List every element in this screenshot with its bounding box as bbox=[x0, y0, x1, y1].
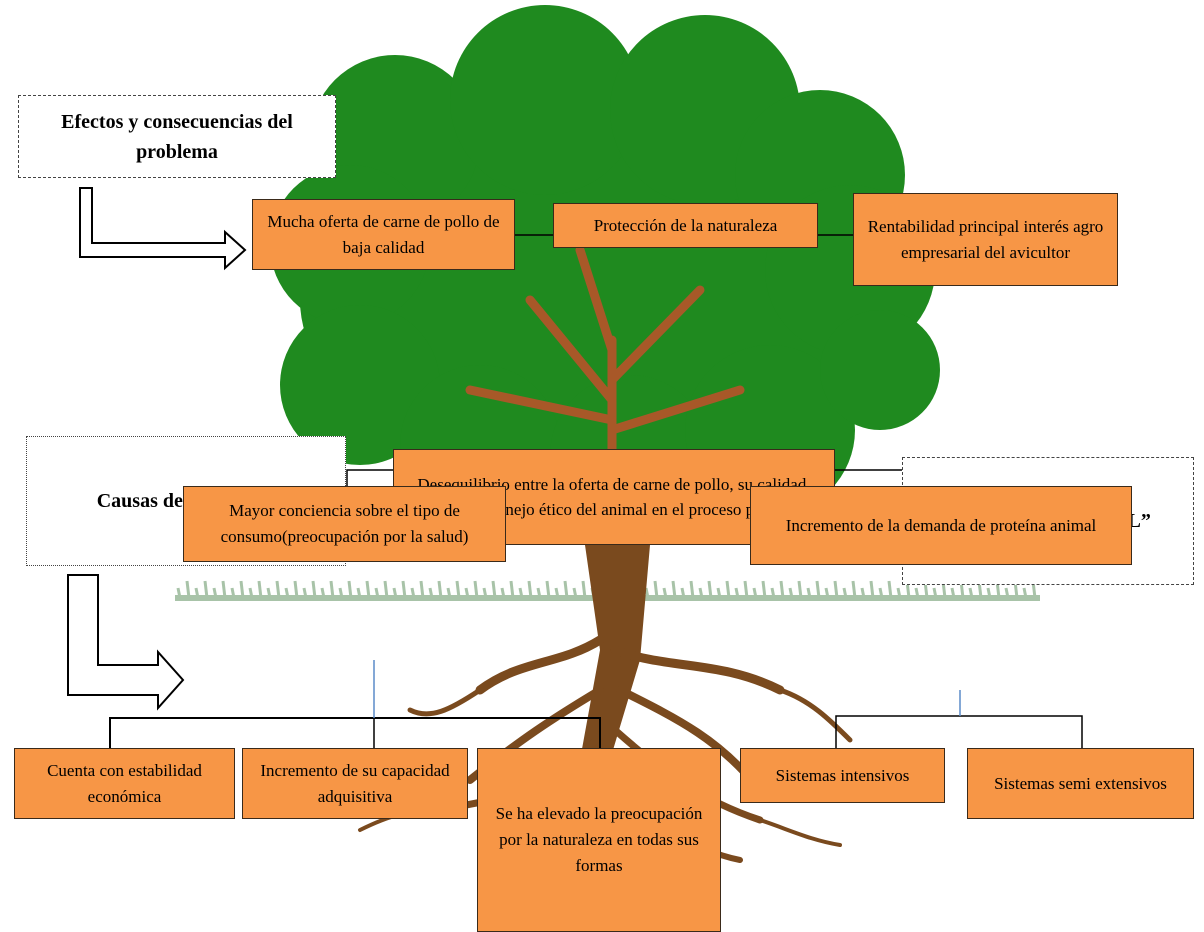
grass-blade bbox=[968, 587, 974, 599]
grass-blade bbox=[869, 580, 875, 599]
grass-blade bbox=[761, 580, 767, 599]
cause-box-protein-demand: Incremento de la demanda de proteína ani… bbox=[750, 486, 1132, 565]
grass-blade bbox=[653, 580, 659, 599]
grass-blade bbox=[572, 587, 578, 599]
grass-blade bbox=[239, 580, 245, 599]
blue-connectors bbox=[373, 660, 961, 718]
grass-blade bbox=[410, 587, 416, 599]
grass-blade bbox=[176, 587, 182, 599]
grass-blade bbox=[644, 587, 650, 599]
grass-blade bbox=[338, 587, 344, 599]
grass-blade bbox=[545, 580, 551, 599]
grass-blade bbox=[689, 580, 695, 599]
grass-blade bbox=[896, 587, 902, 599]
grass-blade bbox=[1004, 587, 1010, 599]
grass-blade bbox=[887, 580, 893, 599]
subcause-box-economic-stability: Cuenta con estabilidad económica bbox=[14, 748, 235, 819]
grass-blade bbox=[824, 587, 830, 599]
grass-blade bbox=[329, 580, 335, 599]
grass-blade bbox=[311, 580, 317, 599]
cause-box-health-awareness: Mayor conciencia sobre el tipo de consum… bbox=[183, 486, 506, 562]
grass-blade bbox=[230, 587, 236, 599]
grass-blade bbox=[320, 587, 326, 599]
grass-blade bbox=[356, 587, 362, 599]
grass-blade bbox=[509, 580, 515, 599]
grass-blade bbox=[797, 580, 803, 599]
grass-blade bbox=[482, 587, 488, 599]
grass-blade bbox=[563, 580, 569, 599]
grass-blade bbox=[536, 587, 542, 599]
grass-blade bbox=[698, 587, 704, 599]
grass-blade bbox=[284, 587, 290, 599]
subcause-box-nature-concern: Se ha elevado la preocupación por la nat… bbox=[477, 748, 721, 932]
grass-blade bbox=[527, 580, 533, 599]
grass-blade bbox=[734, 587, 740, 599]
grass-blade bbox=[770, 587, 776, 599]
grass-blade bbox=[878, 587, 884, 599]
grass-blade bbox=[500, 587, 506, 599]
grass-blade bbox=[788, 587, 794, 599]
grass-blade bbox=[302, 587, 308, 599]
grass-blade bbox=[914, 587, 920, 599]
grass-blade bbox=[185, 580, 191, 599]
subcause-box-semi-extensive-systems: Sistemas semi extensivos bbox=[967, 748, 1194, 819]
grass-blade bbox=[707, 580, 713, 599]
grass-blade bbox=[833, 580, 839, 599]
grass-blade bbox=[275, 580, 281, 599]
grass-blade bbox=[518, 587, 524, 599]
grass-blade bbox=[1022, 587, 1028, 599]
grass-blade bbox=[257, 580, 263, 599]
grass-blade bbox=[491, 580, 497, 599]
grass-blade bbox=[437, 580, 443, 599]
grass-blade bbox=[752, 587, 758, 599]
grass-blade bbox=[680, 587, 686, 599]
grass-blade bbox=[194, 587, 200, 599]
grass-blade bbox=[743, 580, 749, 599]
grass-blade bbox=[725, 580, 731, 599]
grass-blade bbox=[779, 580, 785, 599]
grass-blade bbox=[248, 587, 254, 599]
grass-blade bbox=[401, 580, 407, 599]
grass-blade bbox=[347, 580, 353, 599]
grass-blade bbox=[851, 580, 857, 599]
grass-blade bbox=[374, 587, 380, 599]
grass-blade bbox=[806, 587, 812, 599]
grass-blade bbox=[815, 580, 821, 599]
effect-box-nature-protection: Protección de la naturaleza bbox=[553, 203, 818, 248]
grass-blade bbox=[671, 580, 677, 599]
grass-blade bbox=[221, 580, 227, 599]
grass-blade bbox=[203, 580, 209, 599]
subcause-box-purchasing-power: Incremento de su capacidad adquisitiva bbox=[242, 748, 468, 819]
grass-blade bbox=[842, 587, 848, 599]
grass-blade bbox=[581, 580, 587, 599]
grass-blade bbox=[446, 587, 452, 599]
grass-blade bbox=[662, 587, 668, 599]
grass-blade bbox=[428, 587, 434, 599]
tree-branches bbox=[465, 245, 745, 475]
effect-box-profitability: Rentabilidad principal interés agro empr… bbox=[853, 193, 1118, 286]
grass-blade bbox=[950, 587, 956, 599]
grass-blade bbox=[473, 580, 479, 599]
grass-blade bbox=[266, 587, 272, 599]
subcause-box-intensive-systems: Sistemas intensivos bbox=[740, 748, 945, 803]
grass-blade bbox=[383, 580, 389, 599]
arrow-effects-icon bbox=[79, 187, 247, 271]
grass-blade bbox=[212, 587, 218, 599]
grass-blade bbox=[986, 587, 992, 599]
grass-blade bbox=[455, 580, 461, 599]
grass-blade bbox=[392, 587, 398, 599]
grass-blade bbox=[554, 587, 560, 599]
grass-blade bbox=[365, 580, 371, 599]
grass-blade bbox=[860, 587, 866, 599]
grass-blade bbox=[419, 580, 425, 599]
grass-blade bbox=[716, 587, 722, 599]
effects-label: Efectos y consecuencias del problema bbox=[18, 95, 336, 178]
grass-blade bbox=[293, 580, 299, 599]
arrow-causes-icon bbox=[67, 574, 185, 711]
effect-box-low-quality-supply: Mucha oferta de carne de pollo de baja c… bbox=[252, 199, 515, 270]
grass-blade bbox=[932, 587, 938, 599]
grass-blade bbox=[464, 587, 470, 599]
